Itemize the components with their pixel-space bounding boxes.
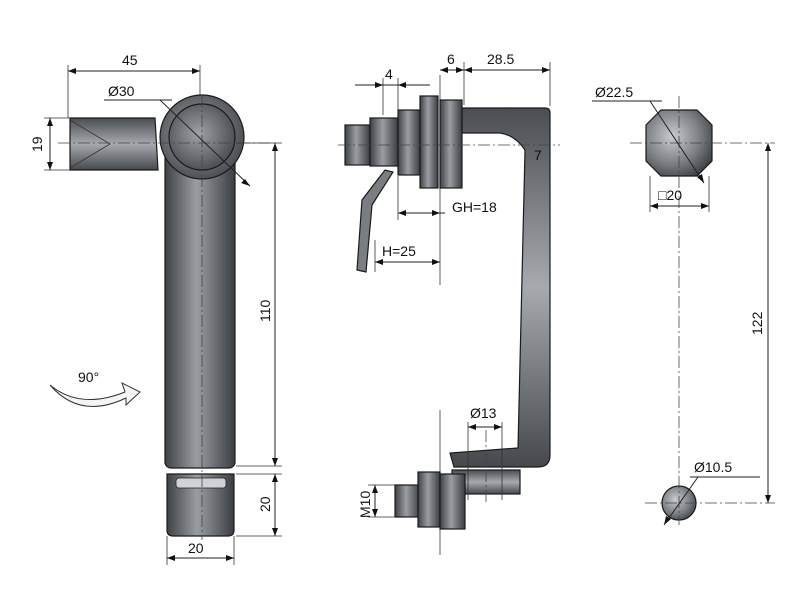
dim-122: 122 [749, 311, 765, 335]
rotation-90: 90° [78, 369, 99, 385]
dim-20-height: 20 [257, 496, 273, 512]
dim-45: 45 [122, 52, 138, 68]
dim-sq20: □20 [658, 187, 682, 203]
dim-h: H=25 [382, 243, 416, 259]
dim-20-width: 20 [188, 540, 204, 556]
dim-dia13: Ø13 [470, 405, 497, 421]
rotation-arrow-icon [49, 382, 141, 407]
top-view: Ø22.5 □20 122 Ø10.5 [592, 84, 775, 526]
side-view: 4 6 28.5 7 GH=18 H=25 Ø13 [338, 51, 560, 555]
dim-dia30: Ø30 [108, 83, 135, 99]
dim-gh: GH=18 [452, 199, 497, 215]
dim-19: 19 [29, 136, 45, 152]
handle-profile [449, 107, 551, 468]
dim-110: 110 [257, 299, 273, 322]
front-view: 45 Ø30 19 110 20 20 90° [29, 52, 282, 565]
dim-dia22-5: Ø22.5 [595, 84, 633, 100]
dim-4: 4 [385, 66, 393, 82]
bottom-block [166, 473, 235, 537]
dim-6: 6 [447, 51, 455, 67]
dim-7: 7 [534, 147, 542, 163]
handle-bar [164, 134, 236, 469]
dim-m10: M10 [357, 491, 373, 518]
key-cylinder [69, 117, 159, 171]
dim-28-5: 28.5 [487, 51, 514, 67]
dim-dia10-5: Ø10.5 [694, 459, 732, 475]
